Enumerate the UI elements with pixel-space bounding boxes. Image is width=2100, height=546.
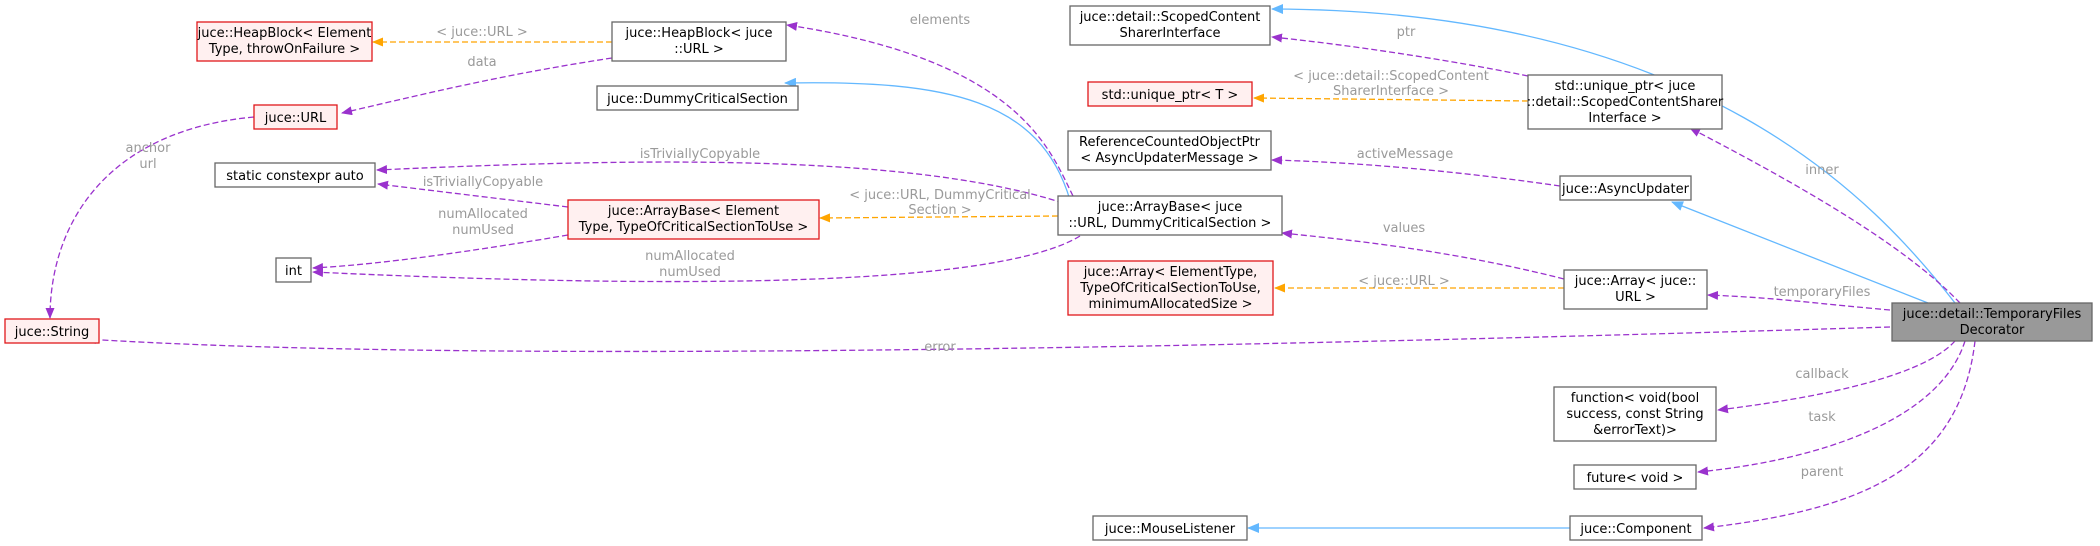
svg-text:ReferenceCountedObjectPtr< Asy: ReferenceCountedObjectPtr< AsyncUpdaterM… [1079, 135, 1261, 166]
node-async-updater[interactable]: juce::AsyncUpdater [1559, 175, 1692, 201]
node-arraybase-url[interactable]: juce::ArrayBase< juce::URL, DummyCritica… [1057, 195, 1283, 236]
edge-usage-elements [786, 22, 1074, 197]
node-unique-ptr-scoped[interactable]: std::unique_ptr< juce::detail::ScopedCon… [1527, 74, 1724, 130]
svg-text:juce::Array< ElementType,TypeO: juce::Array< ElementType,TypeOfCriticalS… [1079, 265, 1261, 312]
edge-label-tpl-url-heap: < juce::URL > [436, 25, 528, 40]
edge-usage-parent [1703, 340, 1976, 532]
node-future-void[interactable]: future< void > [1573, 464, 1697, 490]
edge-label-active-message: activeMessage [1357, 147, 1454, 162]
edge-label-ptr: ptr [1397, 25, 1416, 40]
svg-text:juce::DummyCriticalSection: juce::DummyCriticalSection [606, 92, 788, 107]
node-reference-counted-ptr[interactable]: ReferenceCountedObjectPtr< AsyncUpdaterM… [1067, 130, 1272, 171]
edge-label-values: values [1383, 221, 1426, 236]
svg-text:juce::HeapBlock< ElementType,: juce::HeapBlock< ElementType, throwOnFai… [197, 26, 372, 57]
svg-text:int: int [285, 264, 302, 279]
svg-text:std::unique_ptr< juce::detail:: std::unique_ptr< juce::detail::ScopedCon… [1527, 79, 1724, 126]
node-static-constexpr-auto[interactable]: static constexpr auto [214, 162, 376, 188]
edge-inherit-scoped-sharer [1271, 4, 1956, 304]
edge-label-temporary-files: temporaryFiles [1774, 285, 1871, 300]
edge-label-task: task [1808, 410, 1836, 425]
svg-text:juce::detail::ScopedContentSha: juce::detail::ScopedContentSharerInterfa… [1079, 10, 1261, 41]
svg-text:juce::ArrayBase< juce::URL, Du: juce::ArrayBase< juce::URL, DummyCritica… [1069, 200, 1272, 231]
node-unique-ptr-t[interactable]: std::unique_ptr< T > [1087, 81, 1253, 107]
edge-label-elements: elements [910, 13, 971, 28]
edge-label-trivially-1: isTriviallyCopyable [640, 147, 760, 162]
node-string[interactable]: juce::String [4, 318, 100, 344]
node-array-url[interactable]: juce::Array< juce::URL > [1563, 269, 1708, 310]
edge-usage-callback [1717, 340, 1956, 414]
edge-template-unique-ptr [1253, 93, 1529, 103]
svg-text:juce::ArrayBase< ElementType,: juce::ArrayBase< ElementType, TypeOfCrit… [578, 204, 809, 235]
svg-text:future< void >: future< void > [1587, 471, 1684, 486]
node-mouse-listener[interactable]: juce::MouseListener [1092, 515, 1248, 541]
edge-label-error: error [924, 340, 956, 355]
edge-usage-anchor-url [45, 116, 255, 319]
edge-usage-inner [1689, 127, 1961, 304]
svg-text:static constexpr auto: static constexpr auto [226, 169, 364, 184]
edge-usage-trivially-2 [377, 180, 569, 208]
edge-usage-numalloc-1 [312, 234, 569, 272]
node-int[interactable]: int [275, 257, 312, 283]
svg-text:juce::AsyncUpdater: juce::AsyncUpdater [1561, 182, 1690, 197]
node-heapblock-url[interactable]: juce::HeapBlock< juce::URL > [611, 21, 787, 62]
node-dummy-critical-section[interactable]: juce::DummyCriticalSection [596, 85, 799, 111]
svg-text:std::unique_ptr< T >: std::unique_ptr< T > [1102, 88, 1239, 103]
edge-inherit-async-updater [1671, 201, 1929, 304]
node-url[interactable]: juce::URL [253, 104, 338, 130]
edge-usage-task [1697, 340, 1966, 476]
svg-text:juce::Component: juce::Component [1579, 522, 1691, 537]
svg-text:juce::MouseListener: juce::MouseListener [1104, 522, 1236, 537]
edge-usage-ptr [1271, 33, 1529, 77]
edge-label-parent: parent [1801, 465, 1844, 480]
edge-inherit-dummy-cs [784, 77, 1071, 201]
edge-label-tpl-url-array: < juce::URL > [1358, 274, 1450, 289]
node-component[interactable]: juce::Component [1569, 515, 1703, 541]
svg-text:juce::URL: juce::URL [264, 111, 327, 126]
edge-usage-numalloc-2 [312, 235, 1081, 283]
edge-usage-values [1281, 229, 1565, 280]
edge-template-arraybase [819, 213, 1059, 223]
edge-label-data: data [467, 55, 496, 70]
edge-label-trivially-2: isTriviallyCopyable [423, 175, 543, 190]
edge-label-inner: inner [1805, 163, 1839, 178]
edge-usage-temporary-files [1707, 290, 1891, 311]
svg-text:juce::String: juce::String [14, 325, 90, 340]
edge-usage-active-message [1271, 155, 1561, 187]
svg-text:juce::Array< juce::URL >: juce::Array< juce::URL > [1574, 274, 1697, 305]
node-array-element[interactable]: juce::Array< ElementType,TypeOfCriticalS… [1067, 260, 1274, 316]
svg-text:juce::HeapBlock< juce::URL >: juce::HeapBlock< juce::URL > [625, 26, 773, 57]
edge-usage-error [85, 326, 1891, 353]
edge-usage-trivially-1 [376, 161, 1064, 204]
edge-label-callback: callback [1795, 367, 1849, 382]
edge-usage-data [341, 57, 613, 116]
